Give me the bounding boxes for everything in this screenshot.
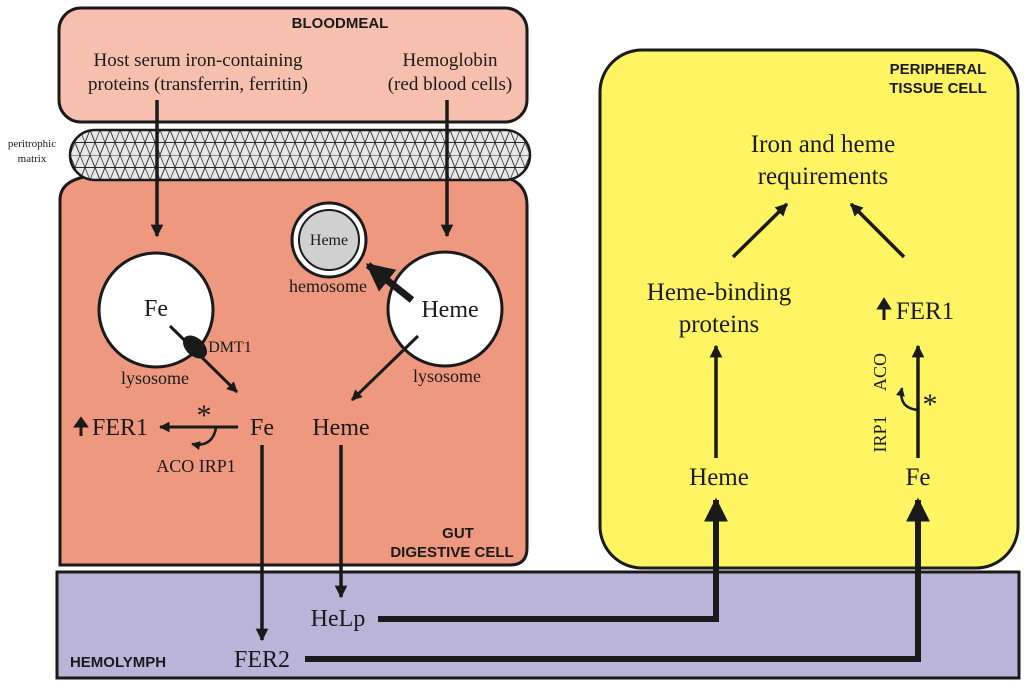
host-serum-label-line1: Host serum iron-containing [94,50,303,71]
lysosome-right-heme: Heme [421,297,478,323]
gut-heme: Heme [312,415,369,441]
gut-title-line1: GUT [442,525,474,542]
peripheral-heme: Heme [689,464,749,491]
binding-to-requirements-arrow [731,202,789,259]
requirements-line2: requirements [758,163,889,190]
hemosome-inner [298,209,360,271]
hemosome-heme: Heme [310,232,348,249]
gut-fer1: FER1 [92,415,148,441]
dmt1-arrow [168,324,239,394]
lysosome-right-label: lysosome [413,366,481,386]
peripheral-tissue-cell-region [598,48,1020,570]
fer1-to-requirements-arrow [849,202,906,259]
peripheral-aco-irp1-curve [896,387,919,412]
gut-fer1-up-arrow-icon [73,416,89,436]
gut-aco-irp1-curve [191,427,218,450]
peripheral-irp1: IRP1 [870,415,890,452]
hemoglobin-label-line2: (red blood cells) [388,74,513,95]
heme-to-hemosome-arrow [365,262,415,303]
hemoglobin-label-line1: Hemoglobin [403,50,498,71]
fer2-label: FER2 [234,647,290,673]
peripheral-aco: ACO [870,353,890,391]
lysosome-left-label: lysosome [121,368,189,388]
peripheral-fer1: FER1 [896,298,954,325]
gut-aco-irp1: ACO IRP1 [156,456,236,476]
hemolymph-title: HEMOLYMPH [70,654,166,671]
peritrophic-label-line1: peritrophic [8,138,56,150]
host-serum-label-line2: proteins (transferrin, ferritin) [88,74,308,95]
bloodmeal-title: BLOODMEAL [292,15,389,32]
peripheral-title-line2: TISSUE CELL [889,80,987,97]
peritrophic-label-line2: matrix [18,153,47,165]
dmt1-label: DMT1 [208,339,252,356]
help-transport-arrow [378,497,728,622]
requirements-line1: Iron and heme [751,131,895,158]
peritrophic-matrix [68,128,532,182]
heme-exit-arrow [350,334,420,402]
lysosome-left-fe: Fe [144,296,168,322]
help-label: HeLp [311,606,366,632]
peripheral-asterisk: * [923,388,938,421]
dmt1-transporter [182,335,208,359]
gut-asterisk: * [197,399,212,432]
hemosome-label: hemosome [289,276,367,296]
heme-binding-line1: Heme-binding [647,279,792,306]
bloodmeal-region [57,6,529,124]
gut-fe: Fe [250,415,274,441]
peripheral-title-line1: PERIPHERAL [890,61,987,78]
peripheral-fe: Fe [906,464,931,491]
heme-binding-line2: proteins [679,311,760,338]
hemolymph-region [55,570,1021,680]
peripheral-fer1-up-arrow-icon [876,297,892,320]
gut-title-line2: DIGESTIVE CELL [390,544,513,561]
fer2-transport-arrow [305,497,930,662]
